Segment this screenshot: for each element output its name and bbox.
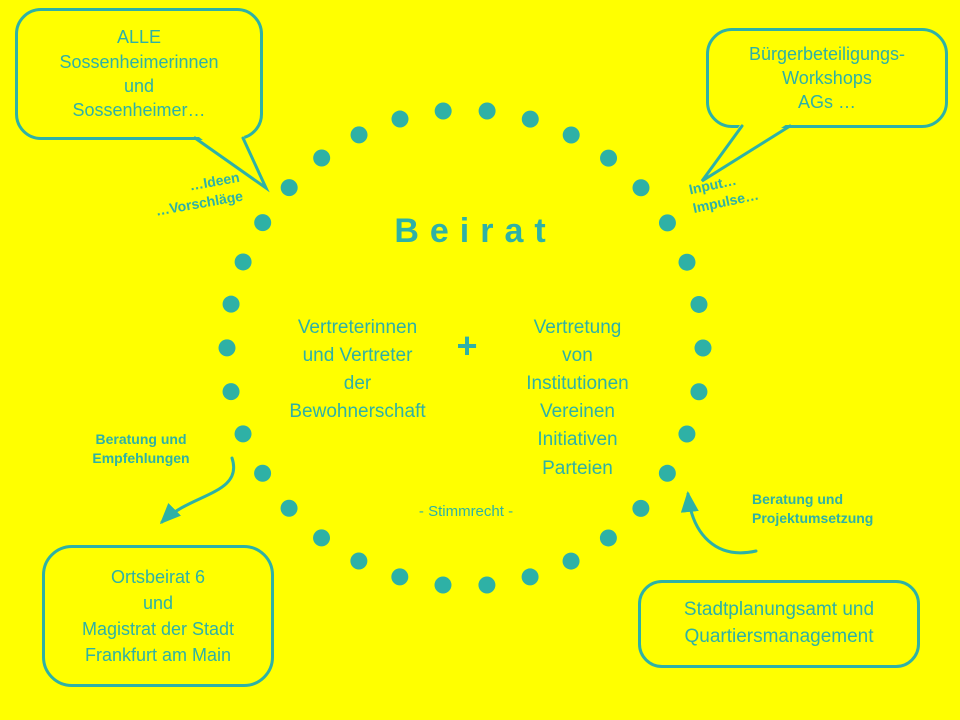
label-input-impulse: Input… Impulse… xyxy=(687,171,761,216)
label-beratung-projektumsetzung: Beratung und Projektumsetzung xyxy=(752,491,874,526)
circle-left-column: Vertreterinnen und Vertreter der Bewohne… xyxy=(289,317,426,423)
box-stadtplanungsamt: Stadtplanungsamt und Quartiersmanagement xyxy=(638,580,920,668)
bubble-buergerbeteiligung: Bürgerbeteiligungs- Workshops AGs … xyxy=(706,28,948,128)
label-ideen-vorschlaege: …Ideen …Vorschläge xyxy=(154,168,245,219)
box-ortsbeirat-magistrat-text: Ortsbeirat 6 und Magistrat der Stadt Fra… xyxy=(81,566,235,666)
box-ortsbeirat-magistrat: Ortsbeirat 6 und Magistrat der Stadt Fra… xyxy=(42,545,274,687)
voting-note: - Stimmrecht - xyxy=(418,503,514,520)
curved-arrow-to-circle xyxy=(680,491,758,555)
bubble-alle-sossenheimer: ALLE Sossenheimerinnen und Sossenheimer… xyxy=(15,8,263,140)
circle-title: Beirat xyxy=(394,212,557,250)
bubble-alle-sossenheimer-text: ALLE Sossenheimerinnen und Sossenheimer… xyxy=(59,27,219,121)
circle-right-column: Vertretung von Institutionen Vereinen In… xyxy=(526,317,629,479)
bubble-buergerbeteiligung-text: Bürgerbeteiligungs- Workshops AGs … xyxy=(748,43,906,113)
box-stadtplanungsamt-text: Stadtplanungsamt und Quartiersmanagement xyxy=(683,599,875,647)
label-beratung-empfehlungen: Beratung und Empfehlungen xyxy=(92,431,190,466)
